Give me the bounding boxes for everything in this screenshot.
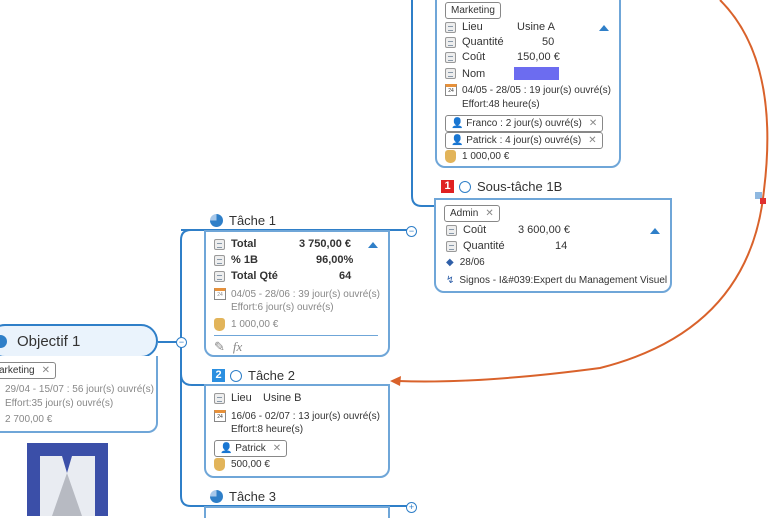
priority-badge: 2	[212, 369, 225, 382]
expand-toggle[interactable]: +	[406, 502, 417, 513]
progress-icon	[0, 334, 7, 348]
category-tag[interactable]: Marketing	[445, 2, 501, 19]
property-icon	[445, 68, 456, 79]
close-icon[interactable]: ✕	[485, 208, 494, 219]
property-icon	[445, 21, 456, 33]
priority-badge: 1	[441, 180, 454, 193]
app-logo	[27, 443, 108, 516]
topic-tache-3[interactable]: Tâche 3	[210, 489, 276, 504]
topic-card-tache-3[interactable]	[204, 506, 390, 518]
close-icon[interactable]: ✕	[588, 118, 598, 129]
collapse-properties-icon[interactable]	[368, 242, 378, 248]
formula-property-icon	[214, 254, 225, 266]
calendar-icon: 24	[214, 410, 226, 422]
property-icon	[214, 392, 225, 404]
money-bag-icon	[214, 318, 225, 331]
resource-tag[interactable]: 👤 Patrick✕	[214, 440, 288, 457]
topic-tache-1[interactable]: Tâche 1	[210, 213, 276, 228]
divider	[214, 335, 378, 336]
category-tag[interactable]: arketing✕	[0, 362, 56, 379]
topic-card-objectif[interactable]: arketing✕ 29/04 - 15/07 : 56 jour(s) ouv…	[0, 356, 158, 433]
milestone-icon: ◆	[446, 257, 454, 268]
calendar-icon: 24	[214, 288, 226, 300]
property-icon	[446, 224, 457, 236]
collapse-properties-icon[interactable]	[599, 25, 609, 31]
notes-icon[interactable]: ✎	[214, 339, 225, 354]
formula-property-icon	[214, 270, 225, 282]
close-icon[interactable]: ✕	[588, 135, 597, 146]
category-tag[interactable]: Admin✕	[444, 205, 500, 222]
topic-objectif-1[interactable]: Objectif 1	[0, 324, 158, 358]
close-icon[interactable]: ✕	[272, 443, 282, 454]
collapse-toggle[interactable]: −	[176, 337, 187, 348]
relationship-arrow	[397, 0, 769, 383]
calendar-icon: 24	[445, 84, 457, 96]
resource-tag[interactable]: 👤 Franco : 2 jour(s) ouvré(s)✕	[445, 115, 604, 132]
collapse-toggle[interactable]: −	[406, 226, 417, 237]
progress-icon	[230, 369, 242, 382]
progress-icon	[210, 490, 223, 503]
resource-tag[interactable]: 👤 Patrick : 4 jour(s) ouvré(s)✕	[445, 132, 603, 149]
progress-icon	[210, 214, 223, 227]
link-icon: ↯	[446, 275, 455, 286]
property-icon	[445, 51, 456, 63]
formula-property-icon	[214, 238, 225, 250]
property-icon	[445, 36, 456, 48]
money-bag-icon	[214, 458, 225, 471]
progress-icon	[459, 180, 471, 193]
collapse-properties-icon[interactable]	[650, 228, 660, 234]
property-icon	[446, 240, 457, 252]
money-bag-icon	[445, 150, 456, 163]
formula-icon[interactable]: fx	[232, 339, 243, 354]
color-value	[514, 67, 559, 80]
close-icon[interactable]: ✕	[41, 365, 50, 376]
